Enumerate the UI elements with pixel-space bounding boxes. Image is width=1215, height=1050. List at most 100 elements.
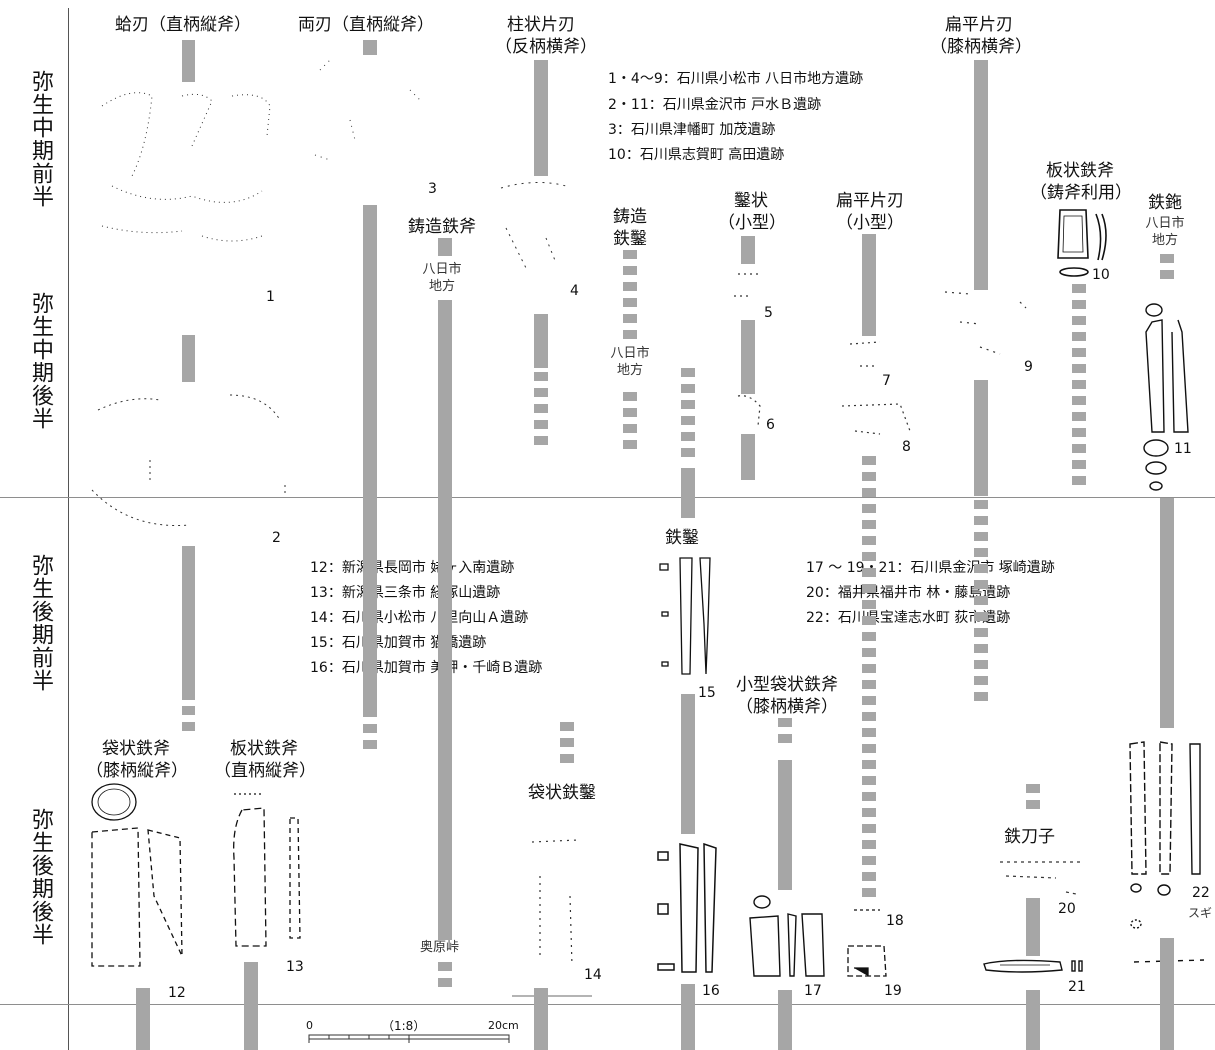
- duration-bar-segment: [862, 728, 876, 737]
- duration-bar-solid: [534, 988, 548, 1050]
- figure-number-7: 7: [882, 373, 891, 389]
- heading-itajo-chufu: 板状鉄斧（鋳斧利用）: [1030, 161, 1132, 204]
- duration-bar-segment: [974, 532, 988, 541]
- heading-chujo: 柱状片刃（反柄横斧）: [495, 15, 597, 58]
- place-note-yokaichi-a: 八日市地方: [422, 262, 462, 294]
- duration-bar-segment: [1072, 332, 1086, 341]
- heading-nomi-small: 鑿状（小型）: [718, 191, 786, 234]
- duration-bar-solid: [363, 40, 377, 55]
- place-note-okuharatoge: 奥原峠: [420, 940, 460, 955]
- duration-bar-solid: [974, 60, 988, 290]
- duration-bar-segment: [974, 516, 988, 525]
- duration-bar-segment: [681, 432, 695, 441]
- duration-bar-segment: [623, 440, 637, 449]
- site-caption: 1・4～9：石川県小松市 八日市地方遺跡: [608, 71, 864, 87]
- period-label-2: 弥生中期後半: [28, 292, 53, 430]
- duration-bar-segment: [1072, 316, 1086, 325]
- duration-bar-segment: [363, 740, 377, 749]
- duration-bar-solid: [741, 320, 755, 394]
- heading-moroha: 両刃（直柄縦斧）: [298, 15, 434, 35]
- figure-number-9: 9: [1024, 359, 1033, 375]
- site-caption: 20：福井県福井市 林・藤島遺跡: [806, 585, 1011, 601]
- site-caption: 2・11：石川県金沢市 戸水Ｂ遺跡: [608, 97, 822, 113]
- duration-bar-segment: [862, 616, 876, 625]
- duration-bar-segment: [1072, 428, 1086, 437]
- duration-bar-segment: [862, 808, 876, 817]
- duration-bar-segment: [862, 680, 876, 689]
- figure-number-10: 10: [1092, 267, 1110, 283]
- heading-tetsuyari: 鉄鉇: [1148, 193, 1182, 213]
- artifact-drawing-1: [92, 86, 282, 256]
- duration-bar-segment: [974, 644, 988, 653]
- site-caption: 12：新潟県長岡市 姥ヶ入南遺跡: [310, 560, 515, 576]
- duration-bar-solid: [778, 760, 792, 890]
- duration-bar-segment: [623, 266, 637, 275]
- figure-number-19: 19: [884, 983, 902, 999]
- period-divider-bottom: [0, 1004, 1215, 1005]
- site-caption: 15：石川県加賀市 猫橋遺跡: [310, 635, 487, 651]
- heading-nokogiri: 蛤刃（直柄縦斧）: [115, 15, 251, 35]
- duration-bar-segment: [862, 888, 876, 897]
- figure-number-2: 2: [272, 530, 281, 546]
- period-column-divider: [68, 8, 69, 1050]
- duration-bar-segment: [182, 706, 195, 715]
- duration-bar-segment: [1072, 460, 1086, 469]
- artifact-drawing-14: [512, 836, 592, 1000]
- duration-bar-segment: [623, 314, 637, 323]
- scale-zero-label: 0: [306, 1019, 313, 1032]
- duration-bar-segment: [623, 424, 637, 433]
- figure-number-20: 20: [1058, 901, 1076, 917]
- figure-number-21: 21: [1068, 979, 1086, 995]
- site-caption: 3：石川県津幡町 加茂遺跡: [608, 122, 776, 138]
- duration-bar-solid: [438, 238, 452, 256]
- duration-bar-segment: [862, 536, 876, 545]
- duration-bar-segment: [862, 552, 876, 561]
- duration-bar-segment: [681, 448, 695, 457]
- duration-bar-segment: [778, 718, 792, 727]
- duration-bar-segment: [862, 504, 876, 513]
- figure-number-16: 16: [702, 983, 720, 999]
- figure-number-22: 22: [1192, 885, 1210, 901]
- artifact-drawing-13: [224, 788, 314, 958]
- duration-bar-segment: [681, 416, 695, 425]
- figure-number-14: 14: [584, 967, 602, 983]
- duration-bar-segment: [681, 368, 695, 377]
- figure-number-8: 8: [902, 439, 911, 455]
- duration-bar-solid: [534, 314, 548, 368]
- figure-number-12: 12: [168, 985, 186, 1001]
- site-caption: 17 ～ 19・21：石川県金沢市 塚崎遺跡: [806, 560, 1055, 576]
- place-note-yokaichi-c: 八日市地方: [1145, 216, 1185, 248]
- figure-number-13: 13: [286, 959, 304, 975]
- duration-bar-solid: [1160, 938, 1174, 1050]
- artifact-drawing-15: [654, 554, 718, 682]
- site-caption: 14：石川県小松市 八里向山Ａ遺跡: [310, 610, 529, 626]
- artifact-drawing-10: [1052, 206, 1122, 282]
- figure-number-6: 6: [766, 417, 775, 433]
- duration-bar-segment: [534, 420, 548, 429]
- duration-bar-segment: [534, 388, 548, 397]
- place-note-yokaichi-b: 八日市地方: [610, 346, 650, 378]
- duration-bar-segment: [862, 824, 876, 833]
- figure-number-5: 5: [764, 305, 773, 321]
- duration-bar-segment: [1072, 364, 1086, 373]
- duration-bar-segment: [862, 584, 876, 593]
- duration-bar-segment: [623, 392, 637, 401]
- duration-bar-segment: [862, 696, 876, 705]
- duration-bar-segment: [862, 744, 876, 753]
- duration-bar-segment: [974, 692, 988, 701]
- site-caption: 13：新潟県三条市 経塚山遺跡: [310, 585, 501, 601]
- site-caption: 10：石川県志賀町 高田遺跡: [608, 147, 785, 163]
- heading-chuzo-tetsunomi: 鋳造鉄鑿: [613, 207, 647, 250]
- duration-bar-segment: [862, 776, 876, 785]
- figure-number-15: 15: [698, 685, 716, 701]
- figure-number-3: 3: [428, 181, 437, 197]
- duration-bar-solid: [681, 468, 695, 518]
- period-label-1: 弥生中期前半: [28, 70, 53, 208]
- duration-bar-segment: [1160, 254, 1174, 263]
- duration-bar-solid: [136, 988, 150, 1050]
- duration-bar-solid: [534, 60, 548, 176]
- artifact-drawing-16: [654, 842, 724, 982]
- duration-bar-segment: [862, 712, 876, 721]
- duration-bar-segment: [862, 872, 876, 881]
- duration-bar-segment: [862, 488, 876, 497]
